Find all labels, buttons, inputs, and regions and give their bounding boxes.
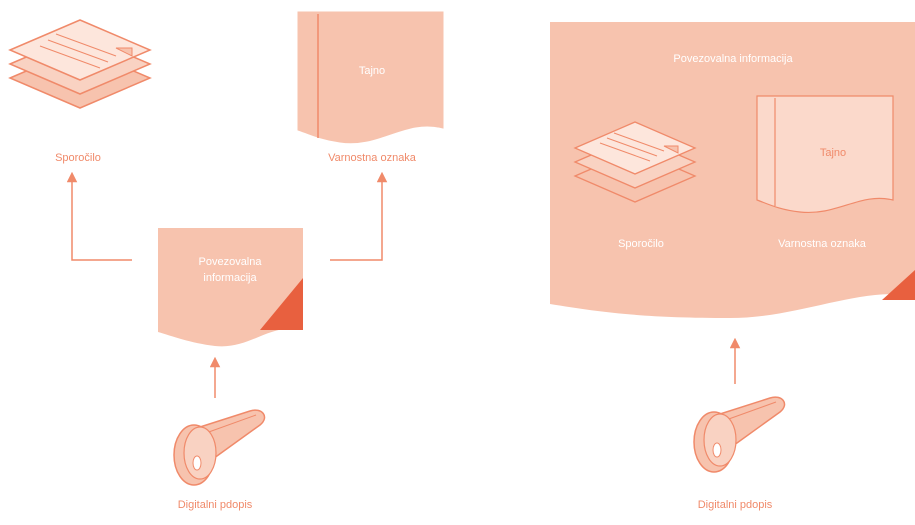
classified-document-icon (297, 11, 444, 144)
document-stack-icon (8, 19, 152, 109)
classification-tag-right: Tajno (819, 147, 847, 159)
message-label: Sporočilo (55, 152, 101, 164)
signature-label-right: Digitalni pdopis (697, 499, 773, 511)
seal-corner-right (882, 270, 915, 300)
classification-tag: Tajno (358, 65, 386, 77)
key-icon (173, 409, 266, 486)
classification-label-right: Varnostna oznaka (778, 238, 866, 250)
seal-corner (260, 278, 303, 330)
binding-information-doc (158, 228, 303, 347)
binding-information-title-right: Povezovalna informacija (673, 53, 793, 65)
classified-document-icon-right (756, 95, 894, 214)
classification-label: Varnostna oznaka (328, 152, 416, 164)
binding-information-title: Povezovalna informacija (198, 256, 262, 284)
signature-label: Digitalni pdopis (177, 499, 253, 511)
arrow-to-classification (330, 171, 388, 261)
arrow-to-message (66, 171, 132, 261)
document-stack-icon-right (573, 121, 697, 203)
key-icon-right (693, 396, 786, 473)
message-label-right: Sporočilo (618, 238, 664, 250)
